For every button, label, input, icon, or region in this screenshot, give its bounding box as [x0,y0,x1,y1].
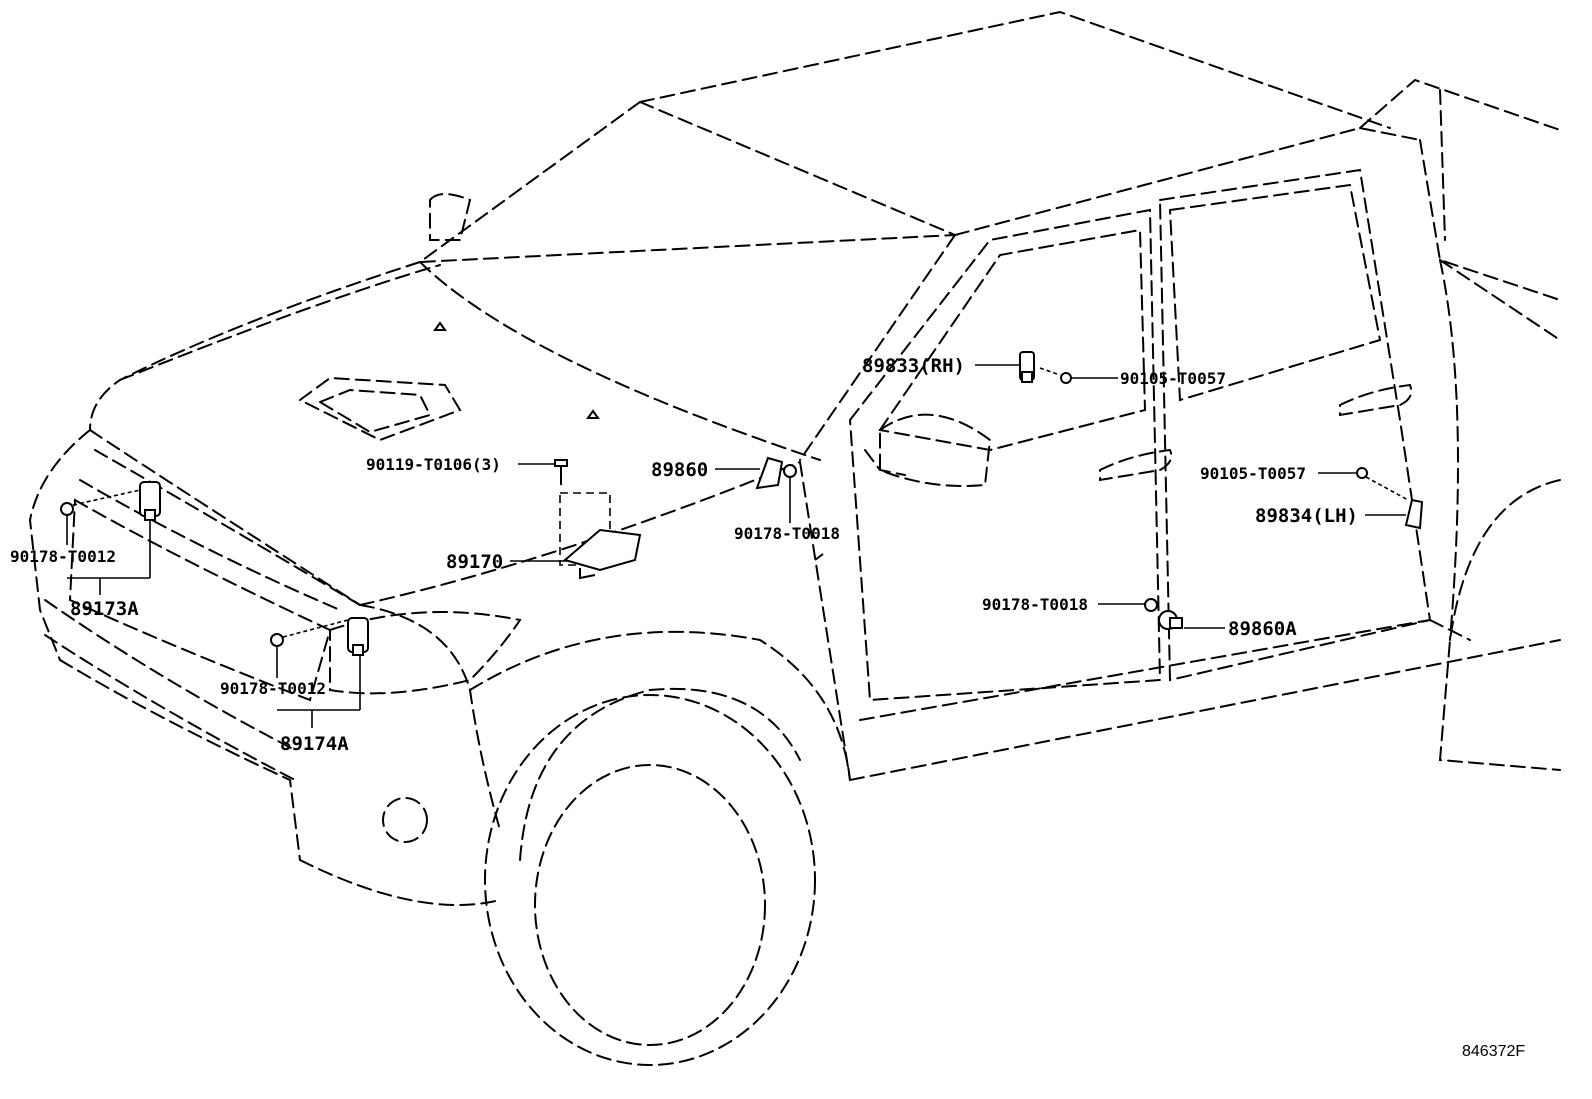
diagram-reference-code: 846372F [1462,1043,1525,1060]
callout-90178-t0012-left: 90178-T0012 [10,547,116,566]
callout-90119-t0106: 90119-T0106(3) [366,455,501,474]
nut-90105-upper-icon [1060,372,1072,384]
callout-89170: 89170 [446,551,503,573]
airbag-sensor-assembly-89170-icon [559,492,642,580]
parts-layer [60,351,1424,656]
sensor-89860-icon [755,456,784,490]
vehicle-body-outline [28,10,1561,1066]
callout-89834-lh: 89834(LH) [1255,505,1358,527]
callout-89860a: 89860A [1228,618,1297,640]
sensor-89834-lh-icon [1404,498,1424,530]
nut-90178-t0018-upper-icon [783,464,797,478]
nut-90178-t0012-right-icon [270,633,284,647]
callout-labels: 89833(RH) 90105-T0057 90119-T0106(3) 898… [10,355,1358,755]
callout-90178-t0018-lower: 90178-T0018 [982,595,1088,614]
sensor-89860a-icon [1158,610,1183,630]
callout-90178-t0018-upper: 90178-T0018 [734,524,840,543]
callout-90178-t0012-right: 90178-T0012 [220,679,326,698]
sensor-89833-rh-icon [1019,351,1035,383]
front-sensor-89173a-icon [139,481,161,521]
nut-90178-t0012-left-icon [60,502,74,516]
callout-90105-t0057-upper: 90105-T0057 [1120,369,1226,388]
leader-lines [66,364,1409,728]
nut-90178-t0018-lower-icon [1144,598,1158,612]
callout-89174a: 89174A [280,733,349,755]
callout-90105-t0057-lower: 90105-T0057 [1200,464,1306,483]
callout-89833-rh: 89833(RH) [862,355,965,377]
nut-90105-lower-icon [1356,467,1368,479]
front-sensor-89174a-icon [347,617,369,656]
bolt-90119-icon [554,459,568,485]
callout-89173a: 89173A [70,598,139,620]
callout-89860: 89860 [651,459,708,481]
